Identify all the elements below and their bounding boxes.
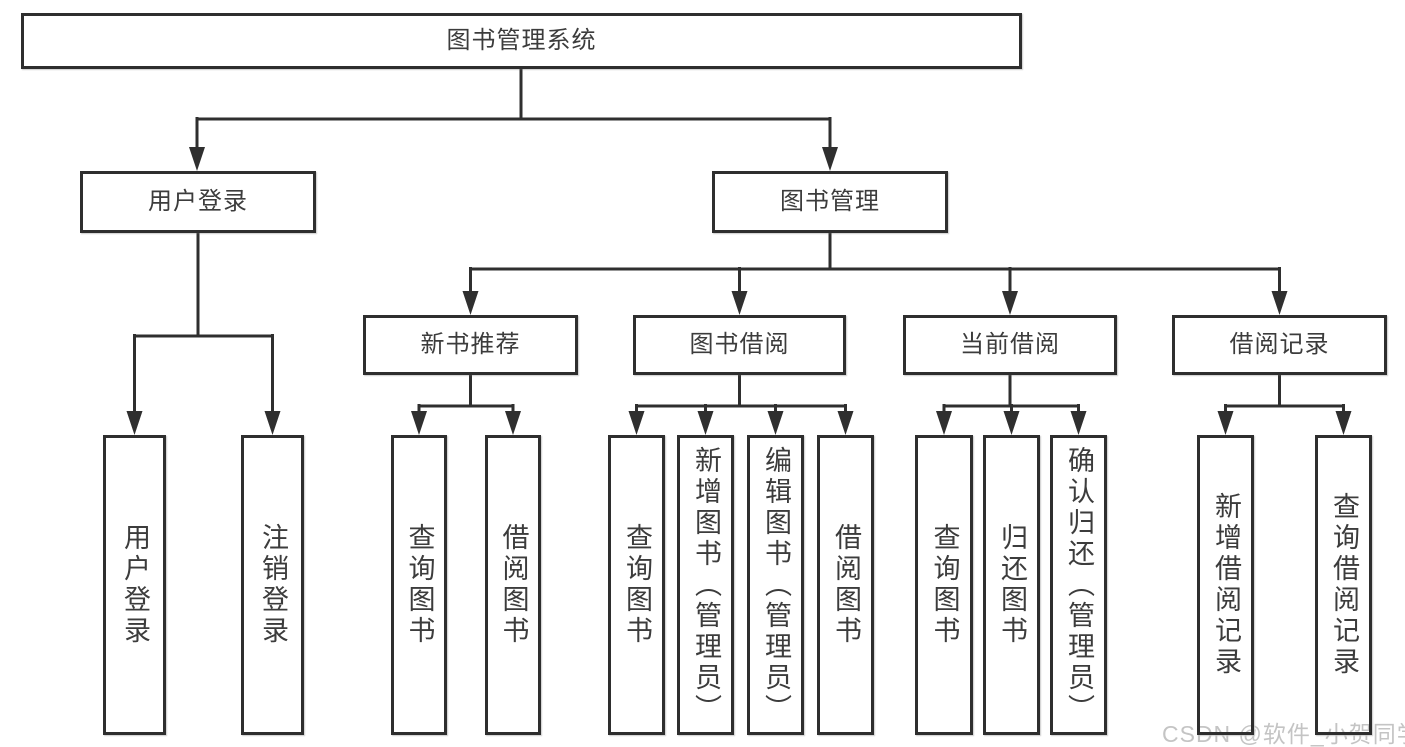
arrowhead-icon [505,411,521,435]
leaf-borrow-borrow-books: 借阅图书 [817,435,874,735]
arrowheads [126,147,1352,435]
connector-paths [133,69,1345,414]
node-label: 图书借阅 [689,331,790,358]
leaf-newrec-borrow-books: 借阅图书 [485,435,541,735]
node-label: 借阅记录 [1229,331,1330,358]
arrowhead-icon [1070,411,1087,435]
node-label: 新增图书（管理员） [691,445,721,725]
node-label: 借阅图书 [831,523,861,647]
node-new-book-recommend: 新书推荐 [363,315,578,375]
node-label: 查询借阅记录 [1329,492,1359,678]
node-label: 当前借阅 [960,331,1060,358]
arrowhead-icon [1003,411,1020,435]
node-book-management: 图书管理 [712,171,948,233]
arrowhead-icon [1002,291,1018,315]
node-borrowing-records: 借阅记录 [1172,315,1387,375]
arrowhead-icon [822,147,838,171]
arrowhead-icon [189,147,205,171]
arrowhead-icon [697,411,714,435]
leaf-user-login: 用户登录 [103,435,166,735]
node-label: 编辑图书（管理员） [761,445,791,725]
leaf-newrec-query-books: 查询图书 [391,435,447,735]
node-label: 查询图书 [622,523,652,647]
connector-book-borrow-to-children [635,375,847,414]
node-current-borrowing: 当前借阅 [903,315,1117,375]
node-label: 归还图书 [997,523,1027,647]
leaf-borrow-add-books-admin: 新增图书（管理员） [677,435,734,735]
arrowhead-icon [1271,291,1288,315]
connector-current-borrow-to-children [942,375,1080,414]
node-label: 用户登录 [120,523,150,647]
arrowhead-icon [936,411,952,435]
node-label: 注销登录 [258,523,288,647]
node-label: 查询图书 [929,523,960,647]
connector-user-login-to-children [133,233,274,414]
node-label: 查询图书 [404,523,435,647]
arrowhead-icon [264,411,281,435]
leaf-borrow-query-books: 查询图书 [608,435,665,735]
node-label: 新增借阅记录 [1211,492,1241,678]
leaf-records-query-record: 查询借阅记录 [1315,435,1372,735]
connector-new-book-rec-to-children [417,375,515,414]
leaf-current-return-books: 归还图书 [983,435,1040,735]
connector-root-to-level2 [195,69,832,150]
leaf-borrow-edit-books-admin: 编辑图书（管理员） [747,435,804,735]
leaf-logout: 注销登录 [241,435,304,735]
leaf-current-confirm-return-admin: 确认归还（管理员） [1050,435,1107,735]
arrowhead-icon [411,411,427,435]
arrowhead-icon [1217,411,1234,435]
node-label: 确认归还（管理员） [1064,445,1094,725]
arrowhead-icon [731,291,748,315]
node-label: 借阅图书 [498,523,529,647]
node-label: 图书管理系统 [446,27,597,54]
arrowhead-icon [126,411,143,435]
node-label: 图书管理 [780,188,880,215]
leaf-current-query-books: 查询图书 [915,435,973,735]
arrowhead-icon [837,411,854,435]
leaf-records-add-record: 新增借阅记录 [1197,435,1254,735]
node-book-borrowing: 图书借阅 [633,315,846,375]
arrowhead-icon [628,411,645,435]
arrowhead-icon [462,291,479,315]
arrowhead-icon [767,411,784,435]
connector-borrow-records-to-children [1224,375,1345,414]
node-label: 用户登录 [148,188,248,215]
node-library-system: 图书管理系统 [21,13,1022,69]
node-user-login: 用户登录 [80,171,316,233]
node-label: 新书推荐 [420,331,521,358]
connector-book-mgmt-to-level3 [469,233,1281,293]
csdn-watermark: CSDN @软件_小贺同学 [1162,721,1405,747]
arrowhead-icon [1335,411,1352,435]
